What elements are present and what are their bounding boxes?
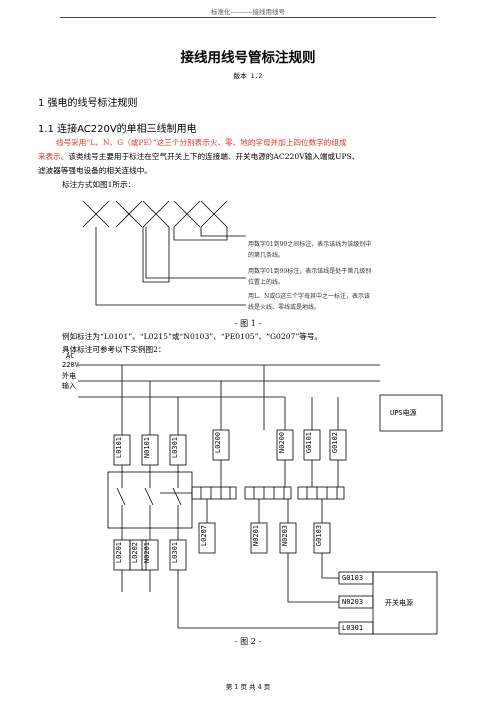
wire-tag-bottom: L0207: [200, 525, 208, 547]
wire-tag-bottom: L0201: [115, 542, 123, 564]
x-mark-digit-3: [200, 200, 228, 228]
paragraph-line-2-red: 来表示。: [38, 152, 69, 161]
section-heading-1-1: 1.1 连接AC220V的单相三线制用电: [38, 124, 197, 135]
x-mark-digit-1: [142, 200, 170, 228]
example-line-1: 例如标注为“L0101”、“L0215”或“N0103”、“PE0105”、“G…: [62, 332, 323, 341]
paragraph-line-2-rest: 该类线号主要用于标注在空气开关上下的连接端、开关电源的AC220V输入端或UPS…: [68, 152, 360, 161]
psu-label: 开关电源: [385, 599, 413, 607]
fig2-voltage-label: 220V: [62, 361, 79, 369]
fig2-external-label: 外电: [62, 372, 76, 380]
fig1-note-2b: 位置上的线。: [248, 279, 285, 286]
wire-tag-bottom: N0201: [252, 525, 260, 547]
psu-tag: G0103: [342, 574, 364, 582]
x-mark-letter-2: [115, 200, 143, 228]
wire-tag-top: G0102: [331, 432, 339, 454]
paragraph-line-4: 标注方式如图1所示：: [62, 180, 136, 189]
ups-label: UPS电源: [390, 409, 417, 417]
header-rule: [60, 17, 436, 18]
paragraph-line-3: 滤波器等强电设备的相关连线中。: [38, 166, 152, 175]
x-mark-digit-2: [173, 200, 201, 228]
x-mark-letter-1: [82, 200, 110, 228]
fig1-note-3a: 用L、N或G这三个字母其中之一标注，表示该: [248, 293, 371, 300]
psu-tag: L0301: [342, 624, 364, 632]
psu-tag: N0203: [342, 598, 364, 606]
page-footer: 第 1 页 共 4 页: [225, 683, 271, 691]
fig2-input-label: 输入: [62, 382, 76, 390]
wire-tag-bottom: G0103: [315, 525, 323, 547]
psu-box: [372, 571, 438, 635]
wire-tag-bottom: N0203: [281, 525, 289, 547]
figure-1-caption: - 图 1 -: [234, 319, 262, 328]
fig1-note-2a: 用数字01到99标注，表示该线是处于第几级别: [248, 268, 372, 275]
paragraph-line-1: 线号采用“L、N、G（或PE）”这三个分别表示火、零、地的字母并加上四位数字的组…: [56, 138, 347, 147]
wire-tag-top: N0200: [278, 432, 286, 454]
wire-tag-bottom: L0301: [171, 542, 179, 564]
wire-tag-top: L0101: [115, 437, 123, 459]
fig2-ac-label: AC: [66, 352, 75, 360]
wire-tag-top: G0101: [305, 432, 313, 454]
page-header: 标准化----------接线用线号: [211, 8, 285, 16]
wire-tag-bottom: L0202: [131, 542, 139, 564]
wire-tag-bottom: N0201: [143, 542, 151, 564]
wire-tag-top: L0301: [171, 437, 179, 459]
ups-box: [379, 394, 443, 432]
version-label: 版本 1.2: [233, 72, 263, 80]
fig1-note-1b: 的第几条线。: [248, 252, 285, 259]
fig1-note-3b: 线是火线、零线或是地线。: [248, 304, 321, 311]
wire-tag-top: N0101: [143, 437, 151, 459]
section-heading-1: 1 强电的线号标注规则: [38, 98, 138, 109]
figure-2-caption: - 图 2 -: [234, 637, 262, 646]
fig1-note-1a: 用数字01到99之间标注，表示该线为该级别中: [248, 241, 372, 248]
document-title: 接线用线号管标注规则: [180, 50, 316, 66]
wire-tag-top: L0200: [214, 432, 222, 454]
example-line-2: 具体标注可参考以下实例图2：: [62, 345, 166, 354]
paragraph-line-2: 来表示。该类线号主要用于标注在空气开关上下的连接端、开关电源的AC220V输入端…: [38, 151, 359, 163]
